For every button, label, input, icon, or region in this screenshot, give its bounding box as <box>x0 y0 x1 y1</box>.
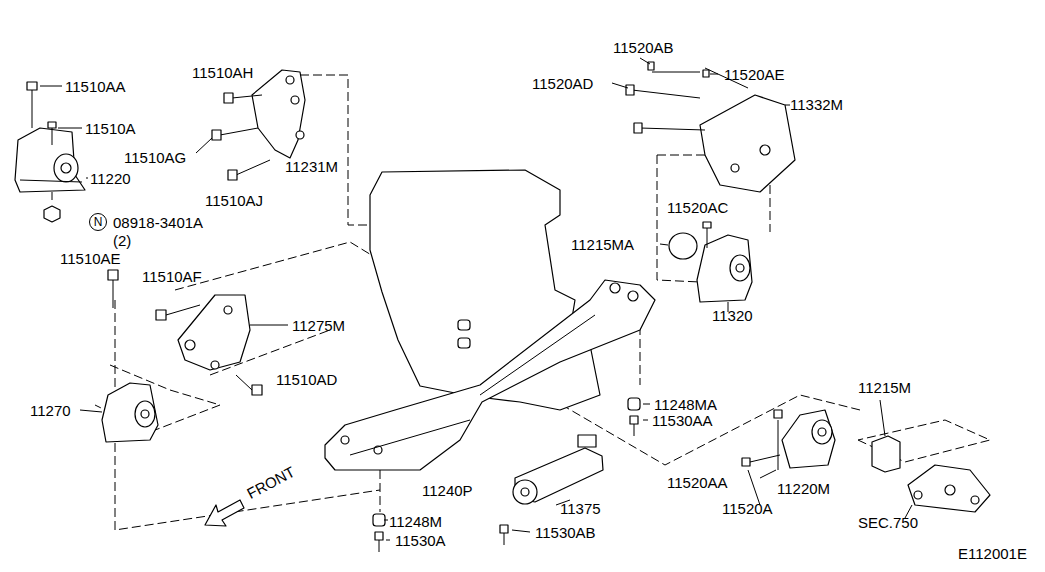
mount-11220M <box>742 410 835 505</box>
callout-number: 11520AB <box>613 40 674 55</box>
drawing-code: E112001E <box>958 546 1027 561</box>
callout-number: 11215MA <box>571 237 634 252</box>
callout-number: 11220M <box>777 481 830 496</box>
callout-number: 11240P <box>422 483 473 498</box>
callout-number: 11510AJ <box>205 193 263 208</box>
mount-11320 <box>660 222 752 312</box>
callout-number: 11510A <box>85 121 136 136</box>
callout-number: 11520A <box>722 501 773 516</box>
callout-number: 11520AA <box>667 475 728 490</box>
callout-number: 11510AH <box>192 65 253 80</box>
center-member <box>325 280 655 470</box>
mount-11220 <box>15 82 88 222</box>
callout-number: 11530AB <box>535 525 596 540</box>
callout-number: 11530A <box>395 533 446 548</box>
note-symbol: N <box>89 213 107 231</box>
callout-number: 08918-3401A <box>113 215 203 230</box>
callout-number: 11320 <box>712 308 753 323</box>
callout-number: 11332M <box>790 97 843 112</box>
callout-number: 11248MA <box>654 397 717 412</box>
callout-number: 11530AA <box>652 413 713 428</box>
bracket-11275M <box>108 270 288 395</box>
assembly-lines <box>95 75 990 530</box>
mount-11270 <box>80 383 158 442</box>
callout-number: 11275M <box>292 318 345 333</box>
callout-number: 11231M <box>285 159 338 174</box>
damper-11375 <box>500 435 603 545</box>
callout-number: 11220 <box>90 171 131 186</box>
callout-number: 11520AC <box>667 200 728 215</box>
engine-studs <box>458 320 470 348</box>
callout-number: 11270 <box>30 403 71 418</box>
member-holes <box>341 283 638 455</box>
bracket-11332M <box>612 58 795 192</box>
callout-number: 11248M <box>389 514 442 529</box>
callout-number: 11520AE <box>724 67 785 82</box>
callout-number: 11510AE <box>60 251 121 266</box>
callout-number: 11510AG <box>124 150 186 165</box>
callout-number: FRONT <box>244 463 297 501</box>
washer-bolt-left <box>373 514 390 552</box>
callout-number: 11510AD <box>276 372 337 387</box>
engine-outline <box>370 170 600 410</box>
callout-number: 11375 <box>560 501 601 516</box>
callout-number: 11510AA <box>65 79 126 94</box>
note-letter: N <box>94 216 103 228</box>
callout-number: SEC.750 <box>858 515 918 530</box>
callout-number: 11215M <box>858 380 911 395</box>
insulator-and-bracket <box>872 400 990 518</box>
callout-number: 11520AD <box>532 76 593 91</box>
front-arrow <box>205 500 244 526</box>
callout-number: 11510AF <box>142 269 202 284</box>
callout-number: (2) <box>113 233 131 248</box>
washer-bolt-right <box>628 398 650 436</box>
